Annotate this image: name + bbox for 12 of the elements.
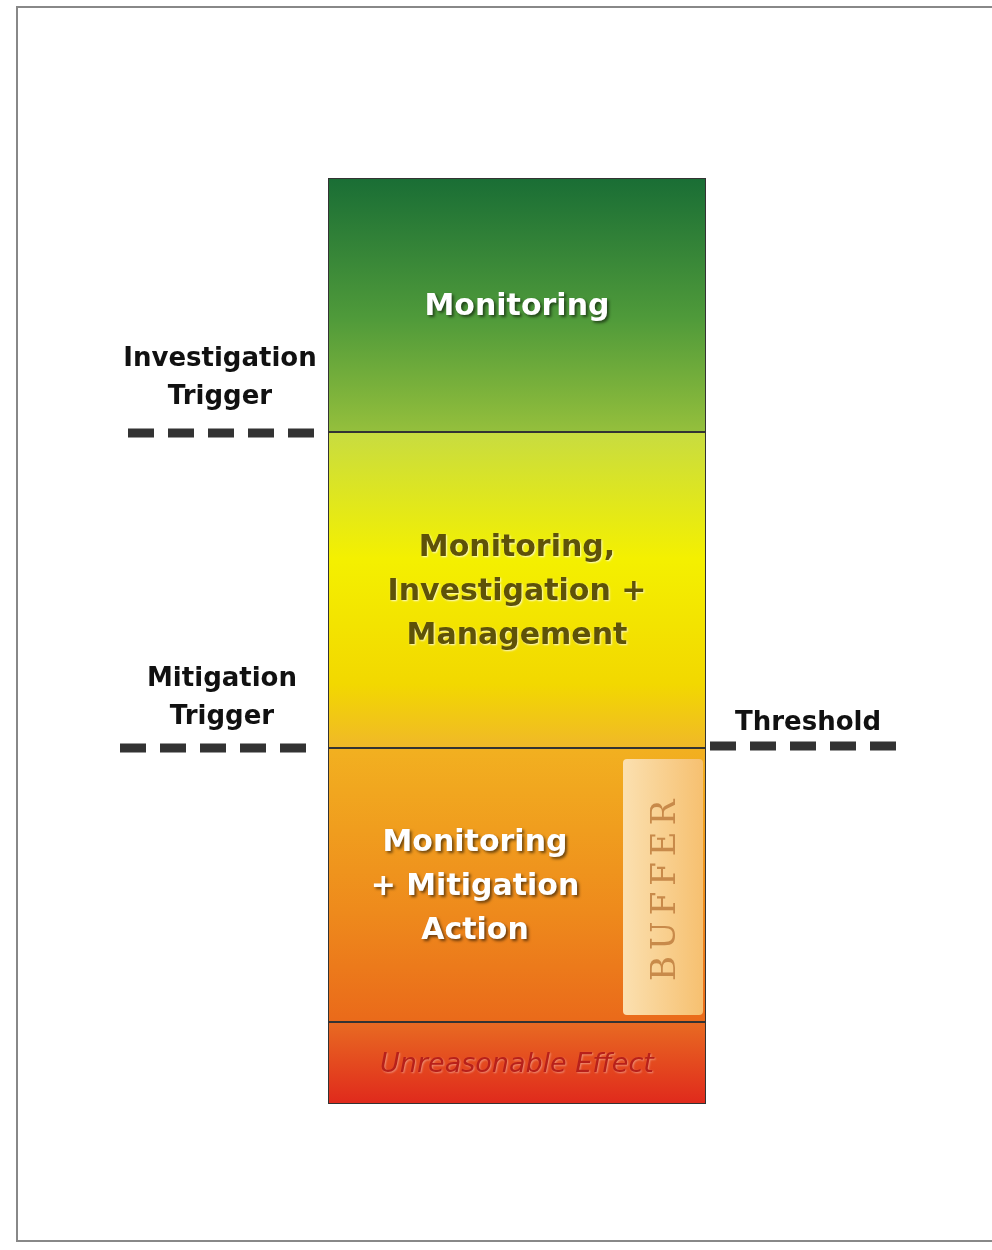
trigger-label: Mitigation Trigger — [146, 661, 298, 732]
band-label: Monitoring + Mitigation Action — [369, 822, 581, 948]
band-label: Unreasonable Effect — [380, 1046, 654, 1080]
monitoring-band — [328, 178, 706, 432]
buffer-panel: BUFFER — [623, 759, 703, 1015]
band-label: Monitoring, Investigation + Management — [386, 527, 648, 653]
mitigation-band — [328, 748, 706, 1022]
trigger-label: Investigation Trigger — [122, 341, 318, 412]
investigation-band — [328, 432, 706, 748]
trigger-label: Threshold — [733, 705, 883, 738]
band-label: Monitoring — [424, 286, 610, 324]
effect-band — [328, 1022, 706, 1104]
